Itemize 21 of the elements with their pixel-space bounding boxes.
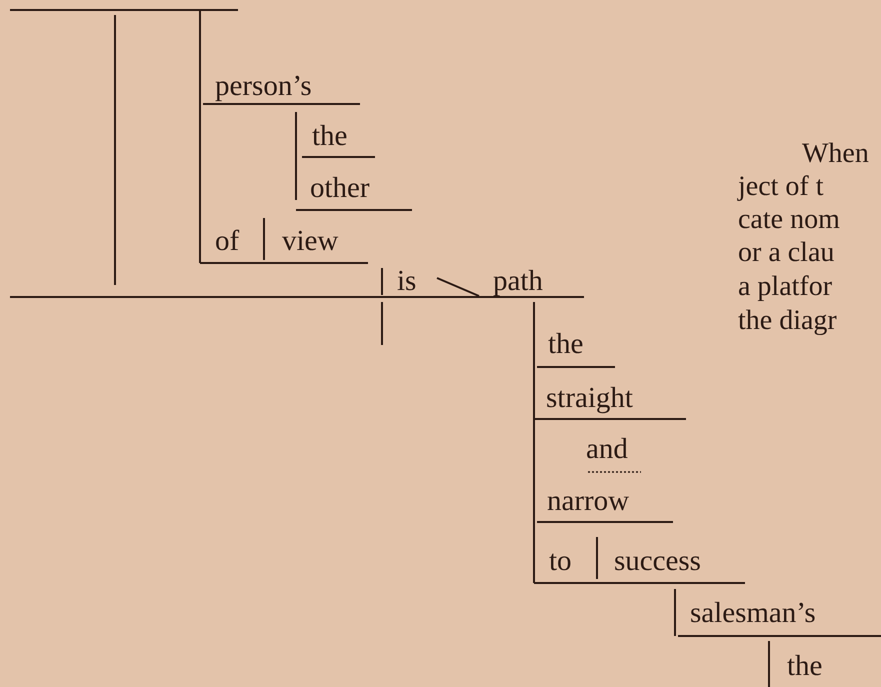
word: to: [549, 547, 572, 576]
word: narrow: [547, 487, 630, 516]
word: the: [787, 652, 822, 681]
word: straight: [546, 384, 633, 413]
word: the: [548, 330, 584, 359]
paragraph-line: or a clau: [738, 239, 834, 267]
word: the: [312, 122, 348, 151]
word: person’s: [215, 72, 312, 101]
word: of: [215, 227, 240, 256]
word: path: [493, 267, 543, 296]
paragraph-line: When: [802, 140, 869, 168]
paragraph-line: a platfor: [738, 273, 832, 301]
word: and: [586, 435, 628, 464]
word: salesman’s: [690, 599, 816, 628]
paragraph-line: ject of t: [738, 173, 824, 201]
word: is: [397, 267, 416, 296]
word: other: [310, 174, 370, 203]
paragraph-line: the diagr: [738, 307, 837, 335]
paragraph-line: cate nom: [738, 206, 840, 234]
word: view: [282, 227, 338, 256]
word: success: [614, 547, 701, 576]
